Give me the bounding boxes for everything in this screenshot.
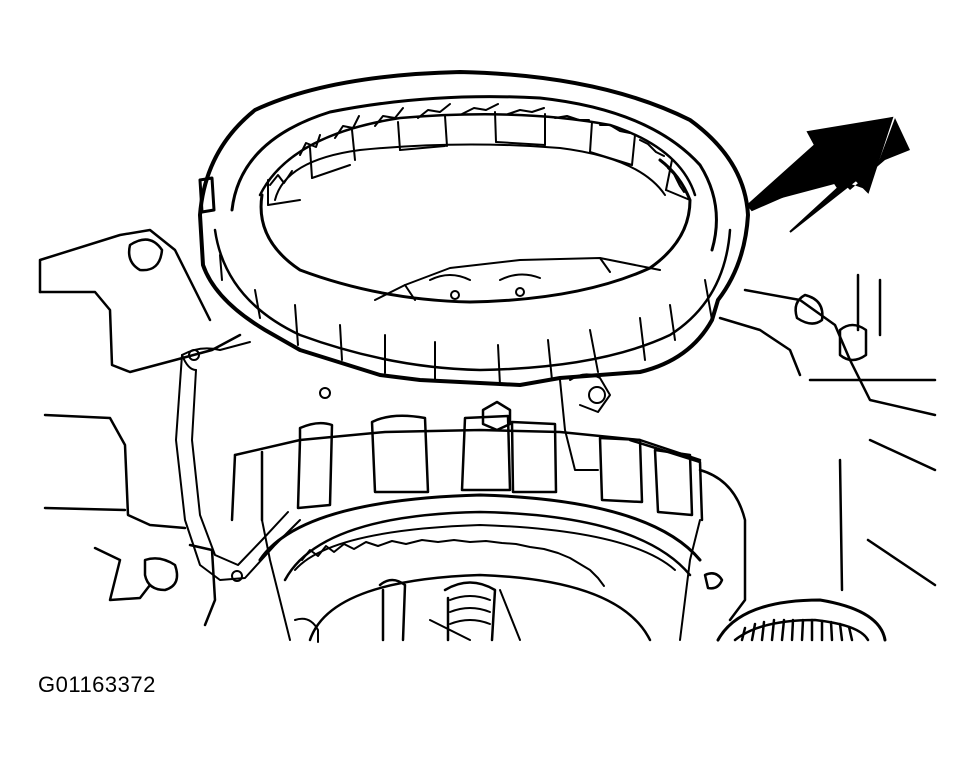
clutch-plate-ring bbox=[198, 70, 750, 387]
figure-id-label: G01163372 bbox=[38, 672, 156, 697]
indicator-arrow bbox=[746, 116, 910, 233]
transmission-case bbox=[38, 228, 937, 642]
clutch-drum bbox=[230, 373, 704, 643]
